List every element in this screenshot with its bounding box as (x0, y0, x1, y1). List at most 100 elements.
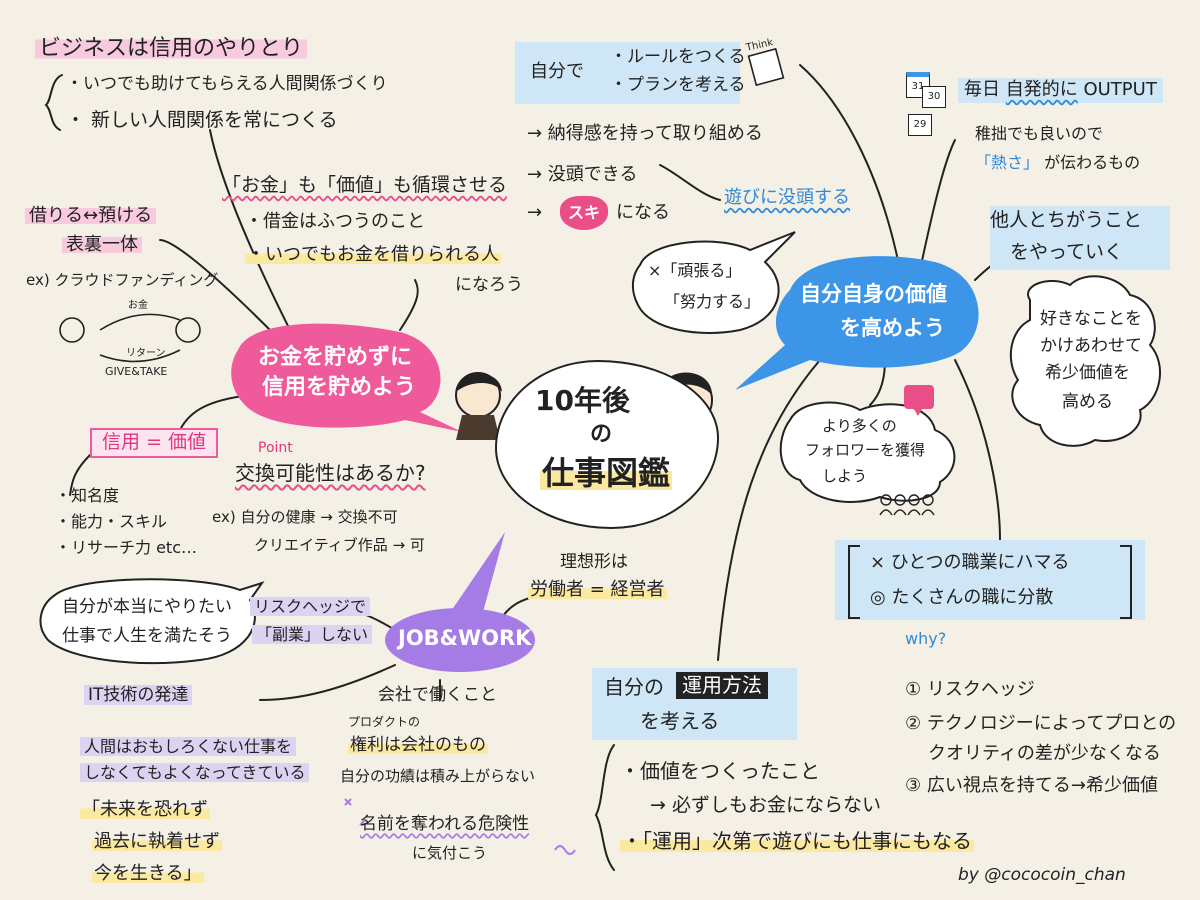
point-label: Point (258, 440, 293, 456)
job-line-1: × ひとつの職業にハマる (870, 552, 1070, 573)
money-bubble-text-1: お金を貯めずに (258, 345, 413, 370)
operate-heading-line-2: を考える (640, 709, 720, 733)
give-take-bottom: リターン (126, 348, 166, 359)
decor-sparkle-2 (359, 819, 366, 826)
risk-line-1: リスクヘッジで (250, 597, 371, 616)
value-bubble-text-2: を高めよう (840, 316, 945, 340)
business-item-2: ・ 新しい人間関係を常につくる (66, 109, 338, 131)
follower-cloud (779, 401, 956, 503)
future-line-2: 過去に執着せず (92, 831, 222, 852)
giveandtake-arrow-top (99, 313, 181, 331)
cycle-item-2: ・いつでもお金を借りられる人 (245, 244, 501, 265)
ex-line-2: クリエイティブ作品 → 可 (254, 536, 425, 554)
follower-line-3: しよう (822, 467, 868, 485)
job-box (835, 540, 1145, 620)
work-bubble (385, 608, 535, 672)
work-bubble-text: JOB&WORK (398, 626, 532, 650)
like-icon-tail (914, 409, 922, 416)
credit-value-box: 信用 = 価値 (90, 428, 218, 458)
credit-item-3: ・リサーチ力 etc… (55, 538, 198, 557)
danger-line-1: 名前を奪われる危険性 (360, 814, 530, 834)
cycle-item-2-cont: になろう (455, 275, 523, 295)
satisfy-line-2: 仕事で人生を満たそう (62, 626, 232, 646)
effort-line-1: ×「頑張る」 (648, 261, 742, 280)
decor-squiggle-1 (554, 845, 576, 855)
passion-highlight: 「熱さ」 (975, 153, 1040, 172)
danger-line-2: に気付こう (412, 844, 488, 862)
arrow-1: → 納得感を持って取り組める (527, 123, 763, 144)
ideal-line-2: 労働者 = 経営者 (528, 579, 667, 600)
company-heading: 会社で働くこと (378, 685, 497, 705)
risk-line-2: 「副業」しない (252, 625, 373, 644)
self-box-bg (515, 42, 740, 104)
business-heading: ビジネスは信用のやりとり (35, 36, 308, 61)
passion-rest: が伝わるもの (1044, 153, 1141, 172)
giveandtake-arrow-bottom (99, 349, 181, 363)
connector-money-business (209, 129, 291, 331)
hair-left (455, 373, 502, 392)
passion-line-2: 「熱さ」 が伝わるもの (975, 153, 1141, 172)
different-line-1: 他人とちがうこと (990, 209, 1143, 231)
connector-credit-bracket (69, 454, 91, 496)
job-line-2: ◎ たくさんの職に分散 (870, 587, 1054, 608)
cycle-heading: 「お金」も「価値」も循環させる (222, 174, 508, 196)
company-line-2: 権利は会社のもの (348, 735, 488, 755)
money-bubble-text-2: 信用を貯めよう (262, 375, 417, 400)
connector-play (659, 164, 721, 201)
arrow-3-prefix: → (527, 202, 543, 223)
shirt-left (456, 415, 500, 440)
work-bubble-tail (445, 532, 505, 630)
cycle-item-1: ・借金はふつうのこと (245, 211, 425, 232)
why-label: why? (905, 629, 947, 648)
center-cloud (495, 360, 719, 529)
connector-work-it (259, 664, 396, 701)
future-line-1: 「未来を恐れず (80, 799, 210, 820)
value-bubble-text-1: 自分自身の価値 (800, 282, 947, 306)
reason-3: ③ 広い視点を持てる→希少価値 (905, 775, 1158, 796)
job-bracket-right (1120, 545, 1132, 619)
crowd-icon (879, 494, 935, 516)
connector-value-output (919, 139, 956, 271)
like-icon-bg (904, 385, 934, 409)
connector-value-operate (717, 359, 821, 661)
like-heart: スキ (560, 196, 608, 230)
borrow-line-1: 借りる↔預ける (25, 205, 157, 227)
operate-item-1: ・価値をつくったこと (620, 759, 820, 783)
company-line-1: プロダクトの (348, 715, 421, 729)
it-line-1: 人間はおもしろくない仕事を (80, 737, 297, 756)
person-right-head (175, 317, 201, 343)
play-text: 遊びに没頭する (724, 187, 850, 208)
credit-item-2: ・能力・スキル (55, 512, 168, 531)
rare-line-2: かけあわせて (1040, 336, 1142, 356)
center-title-1: 10年後 (535, 384, 630, 417)
value-bubble (735, 256, 979, 390)
reason-2-cont: クオリティの差が少なくなる (928, 743, 1161, 764)
it-line-2: しなくてもよくなってきている (80, 763, 310, 782)
give-take-caption: GIVE&TAKE (105, 365, 168, 378)
connector-money-borrow (159, 239, 271, 331)
connector-left-bracket-1 (44, 74, 63, 131)
company-line-3: 自分の功績は積み上がらない (340, 767, 536, 785)
different-line-2: をやっていく (1010, 241, 1124, 263)
satisfy-bubble (39, 578, 265, 665)
output-mid: 自発的に (1005, 79, 1078, 100)
effort-bubble (632, 231, 796, 334)
future-line-3: 今を生きる」 (92, 863, 204, 884)
credit-item-1: ・知名度 (55, 486, 120, 505)
center-title-3: 仕事図鑑 (540, 454, 673, 492)
credit-signature: by @cococoin_chan (958, 865, 1126, 885)
reason-1: ① リスクヘッジ (905, 679, 1035, 700)
follower-line-1: より多くの (822, 417, 897, 435)
decor-sparkle (344, 798, 352, 806)
operate-item-1-sub: → 必ずしもお金にならない (650, 794, 881, 816)
exchange-text: 交換可能性はあるか? (235, 461, 426, 485)
connector-money-cycle (399, 279, 419, 331)
operate-heading-prefix: 自分の (604, 675, 664, 699)
borrow-line-2: 表裏一体 (62, 234, 142, 256)
money-bubble (231, 323, 462, 432)
calendar-icon-2: 30 (922, 86, 946, 108)
rare-line-3: 希少価値を (1045, 363, 1130, 383)
it-heading: IT技術の発達 (84, 685, 193, 706)
